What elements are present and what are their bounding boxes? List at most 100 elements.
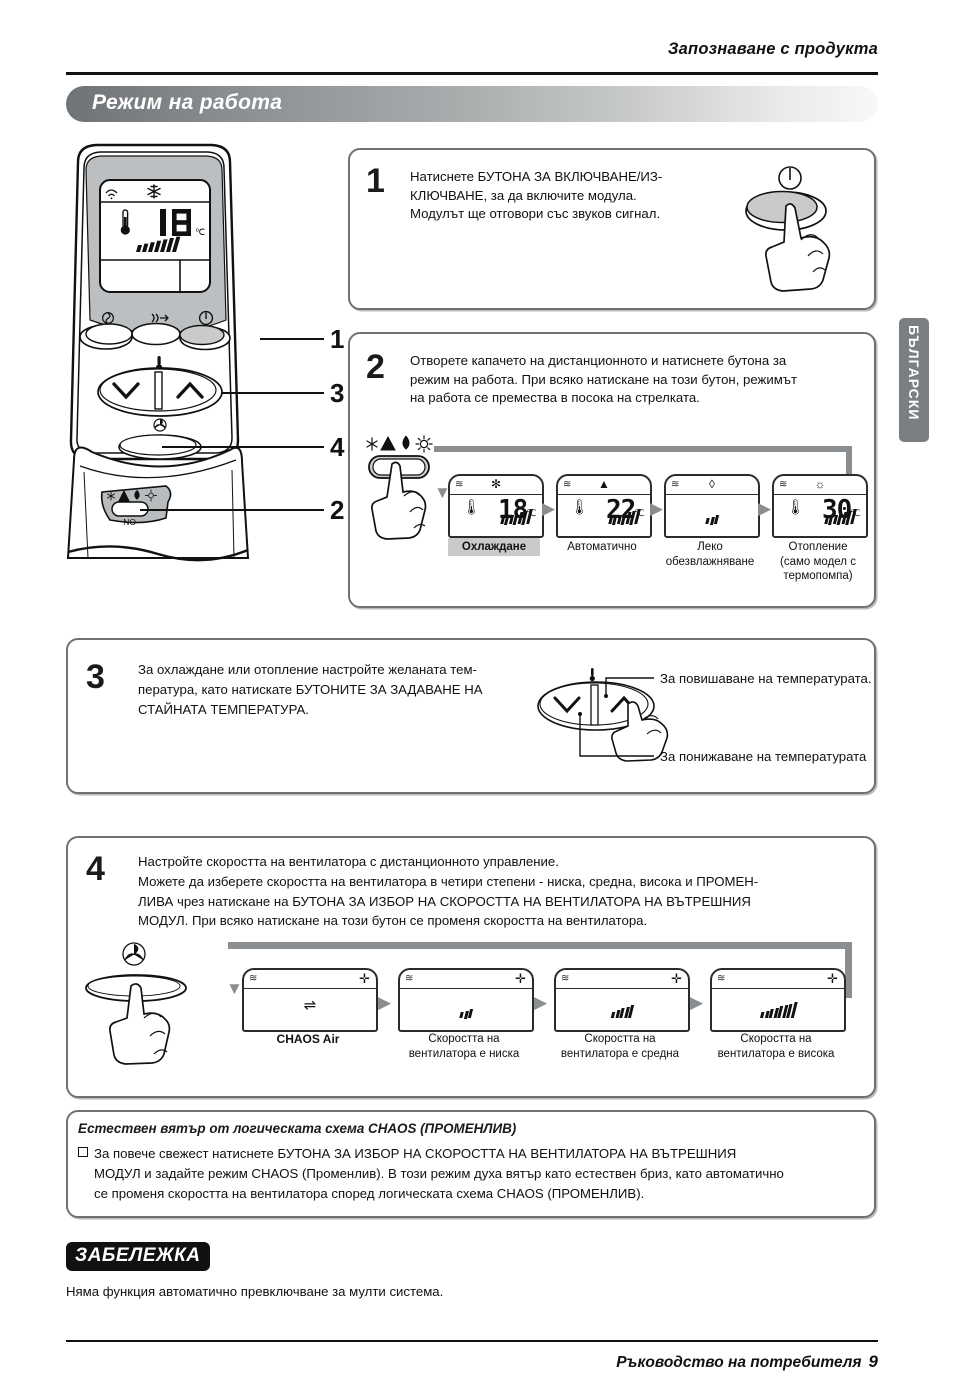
step-1-line-1: Натиснете БУТОНА ЗА ВКЛЮЧВАНЕ/ИЗ- [410, 169, 663, 184]
power-button [179, 324, 225, 346]
section-title-bar: Режим на работа [66, 86, 878, 122]
callout-number-1: 1 [330, 324, 345, 354]
fan-lcd-2: ≋ ✛ [554, 968, 690, 1032]
temp-down-button [112, 382, 140, 400]
power-icon [778, 166, 802, 190]
signal-icon: ≋ [455, 479, 464, 490]
mode-label-2-line-1: Леко [697, 541, 723, 553]
step-3-callout-down: За понижаване на температурата [660, 749, 867, 764]
fan-bar-indicator-3 [760, 1002, 798, 1018]
footer-rule [66, 1340, 878, 1342]
signal-icon: ≋ [561, 973, 570, 984]
step-1-number: 1 [366, 162, 385, 200]
thermometer-icon: 🌡 [461, 499, 481, 516]
mode-icons-row [366, 435, 433, 453]
thermometer-icon: 🌡 [785, 499, 805, 516]
header-rule [66, 72, 878, 75]
step-4-line-2: Можете да изберете скоростта на вентилат… [138, 873, 759, 889]
step-1-illustration [745, 166, 831, 292]
signal-icon: ≋ [717, 973, 726, 984]
mode-label-0: Охлаждане [448, 538, 540, 556]
checkbox-icon [78, 1147, 88, 1157]
mode-display-3: ≋ ☼ 🌡 30 ℃ Отопление (само модел с термо… [772, 474, 868, 582]
mode-display-2: ≋ ◊ Леко обезвлажняване [664, 474, 760, 568]
step-3-line-3: СТАЙНАТА ТЕМПЕРАТУРА. [138, 701, 309, 717]
signal-icon: ≋ [249, 973, 258, 984]
mode-label-2-line-2: обезвлажняване [665, 555, 755, 568]
mode-label-2: Леко обезвлажняване [652, 540, 768, 569]
step-3-callout-up: За повишаване на температурата. [660, 671, 872, 686]
signal-icon: ≋ [405, 973, 414, 984]
chaos-note-line-3: се променя скоростта на вентилатора спор… [94, 1185, 645, 1201]
fan-speed-button [119, 434, 197, 456]
step-2-line-2: режим на работа. При всяко натискане на … [410, 371, 798, 387]
callout-line-2 [140, 509, 324, 511]
fan-speed-illustration [85, 942, 187, 1065]
mode-lcd-2: ≋ ◊ [664, 474, 760, 538]
fan-display-2: ≋ ✛ Скоростта на вентилатора е средна [554, 968, 690, 1060]
temp-down-button [553, 696, 581, 714]
mode-label-3: Отопление (само модел с термопомпа) [756, 540, 880, 584]
flow-top-bar [228, 942, 852, 949]
fan-label-2-line-2: вентилатора е средна [560, 1047, 680, 1060]
mode-lcd-0: ≋ ✻ 🌡 18 ℃ [448, 474, 544, 538]
step-2-line-3: на работа се премества в посока на стрел… [410, 390, 700, 406]
fan-label-3-line-2: вентилатора е висока [717, 1047, 835, 1060]
step-1-text: Натиснете БУТОНА ЗА ВКЛЮЧВАНЕ/ИЗ- КЛЮЧВА… [410, 168, 710, 224]
mode-label-3-line-2: (само модел с [780, 555, 856, 568]
flow-arrow-into-first: ▼ [226, 979, 243, 998]
page-title: Режим на работа [92, 91, 283, 114]
auto-triangle-icon: ▲ [598, 477, 610, 491]
footer-label: Ръководство на потребителя [616, 1354, 862, 1371]
fan-label-3: Скоростта на вентилатора е висока [710, 1032, 842, 1061]
fan-label-1-line-1: Скоростта на [428, 1033, 500, 1045]
signal-icon [105, 189, 118, 197]
step-4-text: Настройте скоростта на вентилатора с дис… [138, 852, 864, 931]
remote-control-illustration: ℃ [62, 140, 344, 590]
running-head: Запознаване с продукта [667, 40, 878, 58]
fan-label-1: Скоростта на вентилатора е ниска [398, 1032, 530, 1061]
step-3-line-2: пература, като натискате БУТОНИТЕ ЗА ЗАД… [138, 681, 483, 697]
mode-display-0: ≋ ✻ 🌡 18 ℃ Охлаждане [448, 474, 544, 556]
power-icon [198, 310, 214, 326]
fan-flow-arrow-0: ▶ [378, 993, 392, 1012]
thermometer-icon: 🌡 [569, 499, 589, 516]
language-tab: БЪЛГАРСКИ [899, 318, 929, 442]
chaos-note-panel: Естествен вятър от логическата схема CHA… [66, 1110, 876, 1218]
fan-bar-indicator-1 [608, 509, 641, 524]
plus-icon: ✛ [515, 971, 526, 986]
snowflake-icon [147, 184, 161, 199]
thermometer-icon [120, 209, 130, 235]
plus-icon: ✛ [827, 971, 838, 986]
hand-icon [371, 461, 427, 540]
mode-icons-row [107, 489, 157, 502]
callout-number-4: 4 [330, 432, 345, 462]
callout-line-3 [222, 392, 324, 394]
callout-line-4 [162, 446, 324, 448]
mode-lcd-1: ≋ ▲ 🌡 22 ℃ [556, 474, 652, 538]
chaos-note-line-1: За повече свежест натиснете БУТОНА ЗА ИЗ… [94, 1146, 737, 1161]
fan-lcd-3: ≋ ✛ [710, 968, 846, 1032]
step-1-panel: 1 Натиснете БУТОНА ЗА ВКЛЮЧВАНЕ/ИЗ- КЛЮЧ… [348, 148, 876, 310]
callout-number-3: 3 [330, 378, 345, 408]
mode-label-1: Автоматично [567, 541, 637, 553]
mode-label-3-line-3: термопомпа) [783, 570, 853, 583]
chaos-note-body: За повече свежест натиснете БУТОНА ЗА ИЗ… [78, 1144, 864, 1203]
fan-label-0: CHAOS Air [276, 1032, 340, 1046]
note-badge: ЗАБЕЛЕЖКА [66, 1242, 210, 1271]
step-1-line-2: КЛЮЧВАНЕ, за да включите модула. [410, 187, 637, 203]
plus-icon: ✛ [671, 971, 682, 986]
step-2-text: Отворете капачето на дистанционното и на… [410, 352, 858, 408]
flow-top-bar [434, 446, 852, 452]
step-4-number: 4 [86, 850, 105, 888]
chaos-note-heading: Естествен вятър от логическата схема CHA… [78, 1121, 517, 1136]
step-3-panel: 3 За охлаждане или отопление настройте ж… [66, 638, 876, 794]
fan-flow-arrow-1: ▶ [534, 993, 548, 1012]
air-swing-icon [151, 313, 169, 323]
fan-lcd-1: ≋ ✛ [398, 968, 534, 1032]
fan-speed-icon [153, 418, 167, 432]
fan-lcd-0: ≋ ✛ ⇌ [242, 968, 378, 1032]
fan-label-3-line-1: Скоростта на [740, 1033, 812, 1045]
